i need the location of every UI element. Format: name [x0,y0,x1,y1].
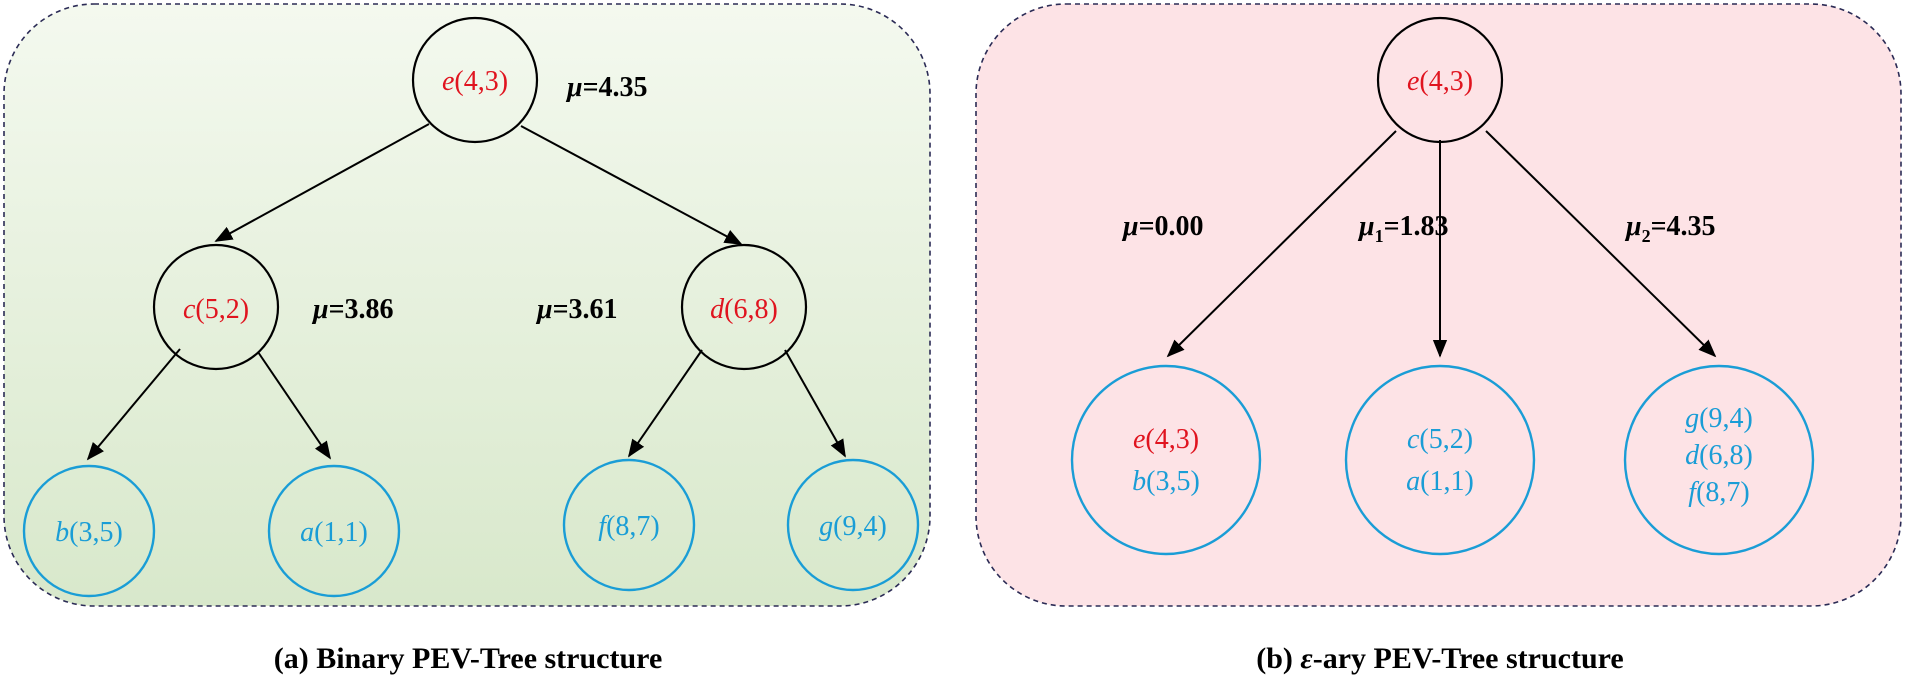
mu-a-root: μ=4.35 [565,72,648,103]
label-b-child-2-line-1: c(5,2) [1407,424,1473,455]
node-b-child-2 [1344,364,1536,556]
label-b-child-3-line-1: g(9,4) [1685,403,1753,434]
label-a-lr: a(1,1) [300,517,368,548]
node-a-rr [786,458,920,592]
edge-root-child-1 [1166,130,1397,358]
panel-b-edges [1166,130,1717,358]
node-b-child-3 [1623,364,1815,556]
panel-b-frame [975,3,1902,607]
panel-a-binary-tree: e(4,3) c(5,2) d(6,8) b(3,5) a(1,1) f(8,7… [3,3,931,675]
edge-root-child-3 [1485,130,1717,358]
label-b-child-3-line-3: f(8,7) [1688,477,1749,508]
label-b-child-1-line-2: b(3,5) [1132,466,1200,497]
mu-a-right: μ=3.61 [535,294,618,325]
label-b-child-2-line-2: a(1,1) [1406,466,1474,497]
mu-b-2: μ2=4.35 [1624,211,1716,246]
label-a-right: d(6,8) [710,294,778,325]
label-b-child-3-line-2: d(6,8) [1685,440,1753,471]
panel-b-eps-ary-tree: e(4,3) e(4,3) b(3,5) c(5,2) a(1,1) g(9,4… [975,3,1902,675]
label-b-root: e(4,3) [1407,66,1473,97]
edge-e-c [214,123,430,242]
panel-a-edges [86,123,846,461]
label-b-child-1-line-1: e(4,3) [1133,424,1199,455]
caption-a: (a) Binary PEV-Tree structure [274,642,663,675]
node-a-lr [267,464,401,598]
node-a-root [411,16,539,144]
edge-c-b [86,348,181,461]
mu-b-1: μ1=1.83 [1357,211,1449,246]
node-b-root [1376,16,1504,144]
label-a-rr: g(9,4) [819,511,887,542]
mu-b-0: μ=0.00 [1121,211,1204,242]
panel-a-frame [3,3,931,607]
node-a-rl [562,458,696,592]
label-a-ll: b(3,5) [55,517,123,548]
label-a-root: e(4,3) [442,66,508,97]
node-b-child-1 [1070,364,1262,556]
node-a-right [680,243,808,371]
label-a-rl: f(8,7) [598,511,659,542]
node-a-left [152,243,280,371]
label-a-left: c(5,2) [183,294,249,325]
edge-d-g [784,349,846,458]
node-a-ll [22,464,156,598]
edge-c-a [257,351,332,460]
edge-e-d [520,125,743,245]
caption-b: (b) ε-ary PEV-Tree structure [1256,642,1624,675]
edge-d-f [627,349,703,458]
mu-a-left: μ=3.86 [311,294,394,325]
